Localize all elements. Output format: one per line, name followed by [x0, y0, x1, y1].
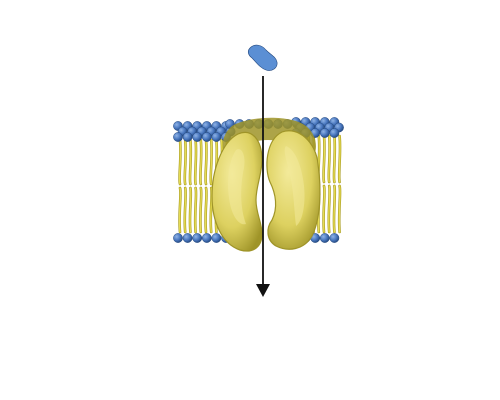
phospholipid-head	[173, 132, 183, 142]
lipid-tail-highlight	[322, 135, 326, 183]
phospholipid-head	[211, 132, 222, 142]
lipid-tail-highlight	[184, 187, 187, 233]
phospholipid-head	[319, 233, 330, 243]
lipid-tail-highlight	[189, 139, 192, 185]
channel-protein-icon	[211, 117, 321, 252]
lipid-tail-highlight	[328, 135, 331, 183]
lipid-tail-highlight	[184, 139, 187, 185]
solute-body	[247, 44, 278, 71]
down-arrow-icon	[256, 76, 270, 297]
lipid-tail-highlight	[333, 185, 336, 233]
lipid-tail-highlight	[199, 187, 202, 233]
phospholipid-head	[211, 233, 222, 243]
arrow-head	[256, 284, 270, 297]
phospholipid-head	[182, 233, 193, 243]
lipid-tail-highlight	[178, 187, 182, 233]
lipid-tail-highlight	[194, 139, 197, 185]
lipid-tail-highlight	[322, 185, 326, 233]
lipid-tail-highlight	[338, 185, 341, 233]
phospholipid-head	[182, 132, 193, 142]
phospholipid-head	[192, 233, 203, 243]
phospholipid-head	[201, 233, 212, 243]
solute-molecule-icon	[247, 44, 278, 71]
lipid-tail-highlight	[204, 187, 208, 233]
lipid-tail-highlight	[333, 135, 336, 183]
phospholipid-head	[192, 132, 203, 142]
protein-right-highlight	[284, 146, 305, 226]
lipid-tail-highlight	[178, 139, 182, 185]
protein-back-lobe	[222, 117, 316, 160]
lipid-tail-highlight	[204, 139, 208, 185]
lipid-tail-highlight	[189, 187, 192, 233]
lipid-tail-highlight	[210, 139, 213, 185]
phospholipid-head	[201, 132, 212, 142]
phospholipid-head	[329, 128, 340, 138]
phospholipid-head	[329, 233, 340, 243]
protein-left-highlight	[228, 149, 246, 225]
phospholipid-head	[173, 233, 183, 243]
lipid-tail-highlight	[210, 187, 213, 233]
lipid-tail-highlight	[328, 185, 331, 233]
lipid-tail-highlight	[194, 187, 197, 233]
lipid-tail-highlight	[199, 139, 202, 185]
phospholipid-head	[319, 128, 330, 138]
lipid-tail-highlight	[338, 135, 341, 183]
